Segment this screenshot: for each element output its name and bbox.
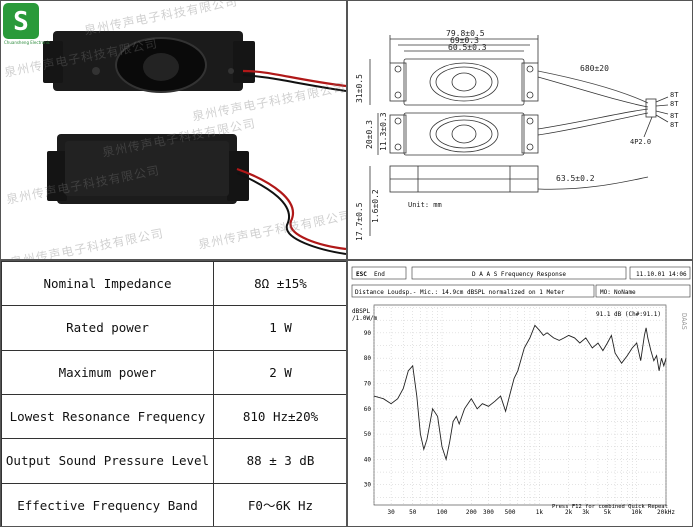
y-unit-2: /1.0W/m xyxy=(352,315,378,322)
spec-label-max-power: Maximum power xyxy=(1,349,214,395)
spec-label-frequency-band: Effective Frequency Band xyxy=(1,482,214,526)
company-logo: S xyxy=(3,3,39,39)
dim-mount-width: 69±0.3 xyxy=(450,36,479,45)
x-tick-label: 20kHz xyxy=(657,509,675,516)
product-photo-panel: S Chuansheng Electronic 泉州传声电子科技有限公司 泉州传… xyxy=(0,0,347,260)
spec-value-rated-power: 1 W xyxy=(213,305,346,351)
dim-inner-width: 60.5±0.3 xyxy=(448,43,487,52)
y-tick-label: 70 xyxy=(364,380,372,387)
spec-label-rated-power: Rated power xyxy=(1,305,214,351)
pin-label-3: 8T xyxy=(670,112,679,120)
speaker-bottom-unit xyxy=(47,134,249,204)
y-tick-label: 80 xyxy=(364,355,372,362)
x-tick-label: 500 xyxy=(505,509,516,516)
x-tick-label: 3k xyxy=(582,509,590,516)
pin-label-4: 8T xyxy=(670,121,679,129)
y-tick-label: 90 xyxy=(364,330,372,337)
spec-row: Nominal Impedance 8Ω ±15% xyxy=(1,261,346,307)
dim-height-3: 11.3±0.3 xyxy=(379,112,388,151)
speaker-photo xyxy=(43,31,346,255)
spec-value-impedance: 8Ω ±15% xyxy=(213,261,346,307)
plot-area xyxy=(373,304,667,506)
x-tick-label: 300 xyxy=(483,509,494,516)
spec-table: Nominal Impedance 8Ω ±15% Rated power 1 … xyxy=(1,261,346,526)
y-tick-label: 40 xyxy=(364,456,372,463)
speaker-bottom-wire xyxy=(236,167,346,251)
grid-lines xyxy=(373,305,667,505)
x-tick-labels: 30 50 100 200 300 500 1k 2k 3k 5k 10k 20kHz xyxy=(388,509,676,516)
esc-button[interactable] xyxy=(351,266,407,280)
spec-label-resonance: Lowest Resonance Frequency xyxy=(1,393,214,440)
spec-label-spl: Output Sound Pressure Level xyxy=(1,438,214,484)
side-brand: DAAS xyxy=(680,313,688,330)
dimension-drawing: 79.8±0.5 69±0.3 60.5±0.3 31±0.5 20±0.3 1… xyxy=(355,29,679,241)
graph-date: 11.10.01 14:06 xyxy=(636,271,687,278)
mo-label: MO: xyxy=(600,289,611,296)
x-tick-label: 2k xyxy=(565,509,573,516)
x-tick-label: 30 xyxy=(388,509,396,516)
x-tick-label: 50 xyxy=(409,509,417,516)
y-tick-labels: 90 80 70 60 50 40 30 xyxy=(364,330,372,489)
x-tick-label: 1k xyxy=(536,509,544,516)
y-tick-label: 60 xyxy=(364,406,372,413)
x-tick-label: 5k xyxy=(604,509,612,516)
spec-value-resonance: 810 Hz±20% xyxy=(213,393,346,440)
speaker-top-unit xyxy=(43,31,255,93)
pin-label-1: 8T xyxy=(670,91,679,99)
esc-label: ESC xyxy=(356,271,367,278)
spec-table-panel: Nominal Impedance 8Ω ±15% Rated power 1 … xyxy=(0,260,347,527)
technical-drawing-panel: 79.8±0.5 69±0.3 60.5±0.3 31±0.5 20±0.3 1… xyxy=(347,0,693,260)
dim-total-width: 79.8±0.5 xyxy=(446,29,485,38)
dim-wire-length: 680±20 xyxy=(580,64,609,73)
spec-row: Output Sound Pressure Level 88 ± 3 dB xyxy=(1,438,346,484)
spec-value-frequency-band: F0～6K Hz xyxy=(213,482,346,526)
x-tick-label: 10k xyxy=(631,509,642,516)
spec-label-impedance: Nominal Impedance xyxy=(1,261,214,307)
dim-depth-2: 1.6±0.2 xyxy=(371,189,380,223)
x-tick-label: 200 xyxy=(466,509,477,516)
graph-title: D A A S Frequency Response xyxy=(472,271,566,278)
speaker-top-wire xyxy=(242,69,346,88)
y-tick-label: 50 xyxy=(364,431,372,438)
logo-caption: Chuansheng Electronic xyxy=(4,40,50,45)
spec-value-spl: 88 ± 3 dB xyxy=(213,438,346,484)
logo-letter: S xyxy=(13,7,29,37)
unit-label: Unit: mm xyxy=(408,201,442,209)
spec-row: Rated power 1 W xyxy=(1,305,346,351)
y-unit-1: dBSPL xyxy=(352,308,370,315)
spec-row: Effective Frequency Band F0～6K Hz xyxy=(1,482,346,526)
end-label: End xyxy=(374,271,385,278)
frequency-response-curve xyxy=(373,324,667,462)
dim-total-height: 31±0.5 xyxy=(355,74,364,103)
frequency-response-panel: ESC End D A A S Frequency Response 11.10… xyxy=(347,260,693,527)
pin-hole-label: 4P2.0 xyxy=(630,138,651,146)
annotation-label: 91.1 dB (Ch#:91.1) xyxy=(596,311,661,318)
dim-wire-2: 63.5±0.2 xyxy=(556,174,595,183)
dim-depth: 17.7±0.5 xyxy=(355,202,364,241)
spec-value-max-power: 2 W xyxy=(213,349,346,395)
spec-row: Maximum power 2 W xyxy=(1,349,346,395)
x-tick-label: 100 xyxy=(437,509,448,516)
frequency-response-svg: ESC End D A A S Frequency Response 11.10… xyxy=(351,266,691,516)
graph-subtitle: Distance Loudsp.- Mic.: 14.9cm dBSPL nor… xyxy=(355,289,565,296)
pin-label-2: 8T xyxy=(670,100,679,108)
noname-label: NoName xyxy=(614,289,636,296)
dim-height-2: 20±0.3 xyxy=(365,120,374,149)
spec-row: Lowest Resonance Frequency 810 Hz±20% xyxy=(1,393,346,440)
y-tick-label: 30 xyxy=(364,482,372,489)
graph-footer: Press F12 for combined Quick Repeat xyxy=(552,504,668,510)
